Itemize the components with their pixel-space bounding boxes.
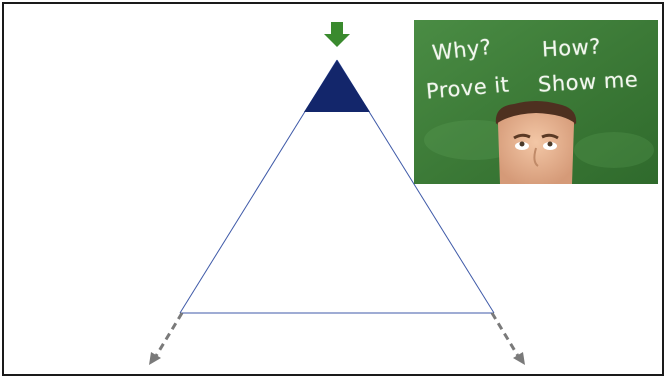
chalkboard-image	[414, 20, 658, 184]
chalk-word-how: How?	[541, 34, 602, 62]
chalkboard-photo: Why? How? Prove it Show me	[414, 20, 658, 184]
right-dashed-arrow	[490, 312, 525, 365]
down-arrow-icon	[324, 22, 350, 47]
pyramid-apex	[304, 60, 370, 112]
left-dashed-arrow	[149, 312, 184, 365]
person-head	[495, 101, 577, 184]
